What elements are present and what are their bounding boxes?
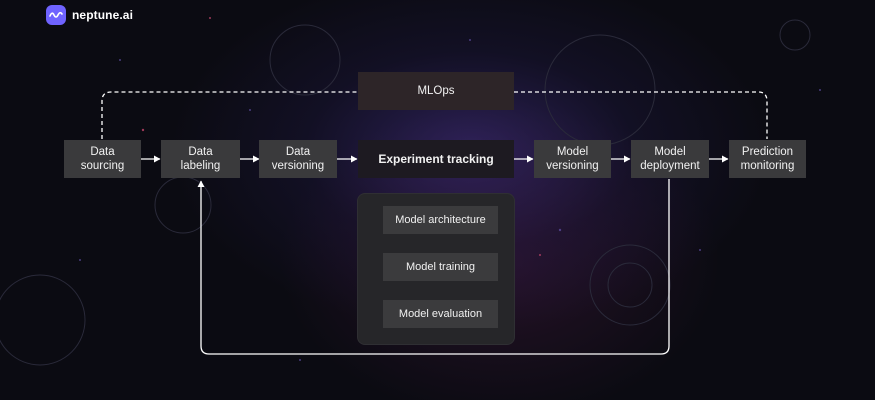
star (249, 109, 251, 111)
step-label: Model evaluation (398, 308, 483, 320)
neptune-wave-logo-icon (46, 5, 66, 25)
star (79, 259, 81, 261)
node-data-versioning: Data versioning (259, 140, 337, 178)
star (299, 359, 301, 361)
star (819, 89, 821, 91)
decor-circle (269, 24, 341, 96)
star (141, 128, 145, 132)
node-label: Model deployment (640, 146, 700, 172)
mlops-label: MLOps (417, 85, 455, 97)
node-label: Data versioning (271, 146, 325, 172)
star (558, 228, 562, 232)
node-prediction-monitoring: Prediction monitoring (729, 140, 806, 178)
brand-name: neptune.ai (72, 8, 134, 22)
decor-circle (607, 262, 653, 308)
step-model-evaluation: Model evaluation (383, 300, 498, 328)
star (699, 249, 701, 251)
node-label: Prediction monitoring (740, 146, 795, 172)
decor-circle (779, 19, 811, 51)
node-label: Data labeling (180, 146, 221, 172)
step-label: Model architecture (395, 214, 486, 226)
step-label: Model training (405, 261, 476, 273)
step-model-training: Model training (383, 253, 498, 281)
node-model-deployment: Model deployment (631, 140, 709, 178)
node-experiment-tracking: Experiment tracking (358, 140, 514, 178)
mlops-label-box: MLOps (358, 72, 514, 110)
brand: neptune.ai (46, 5, 133, 25)
mlops-dashed-right-connector (514, 91, 768, 139)
mlops-dashed-left-connector (101, 91, 358, 139)
star (119, 59, 121, 61)
star (209, 17, 211, 19)
node-label: Experiment tracking (378, 152, 494, 166)
node-model-versioning: Model versioning (534, 140, 611, 178)
decor-circle (589, 244, 671, 326)
star (539, 254, 541, 256)
node-label: Model versioning (546, 146, 599, 172)
node-data-sourcing: Data sourcing (64, 140, 141, 178)
decor-circle (0, 274, 86, 366)
node-label: Data sourcing (80, 146, 125, 172)
step-model-architecture: Model architecture (383, 206, 498, 234)
feedback-loop-arrow (197, 179, 670, 355)
star (469, 39, 471, 41)
node-data-labeling: Data labeling (161, 140, 240, 178)
